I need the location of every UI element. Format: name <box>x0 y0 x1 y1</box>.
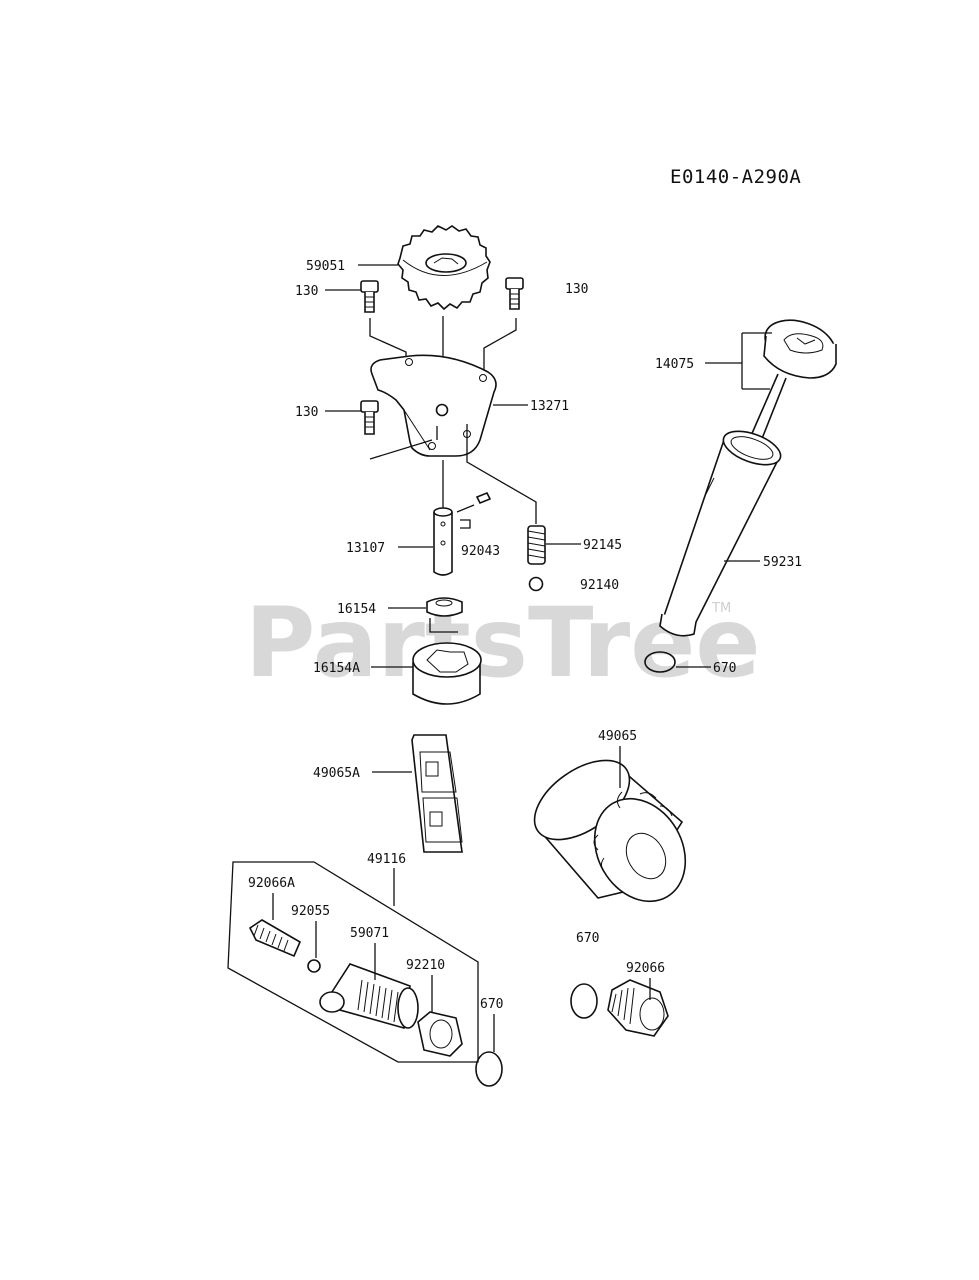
label-14075: 14075 <box>655 357 694 372</box>
cover-plate-13271[interactable] <box>370 354 497 457</box>
bolt-130-lower[interactable] <box>360 400 379 435</box>
label-92055: 92055 <box>291 904 330 919</box>
label-49116: 49116 <box>367 852 406 867</box>
shaft-13107[interactable] <box>433 507 453 576</box>
label-130-right: 130 <box>565 282 588 297</box>
bolt-130-right[interactable] <box>505 277 524 310</box>
label-670-tube: 670 <box>713 661 736 676</box>
label-13107: 13107 <box>346 541 385 556</box>
oring-670-fitting[interactable] <box>475 1051 503 1087</box>
label-49065: 49065 <box>598 729 637 744</box>
filler-tube-59231[interactable] <box>659 425 785 637</box>
label-13271: 13271 <box>530 399 569 414</box>
oring-670-tube[interactable] <box>644 651 676 673</box>
pipe-59071[interactable] <box>319 963 419 1030</box>
label-92043: 92043 <box>461 544 500 559</box>
outer-rotor-16154A[interactable] <box>412 642 482 705</box>
label-59071: 59071 <box>350 926 389 941</box>
label-92210: 92210 <box>406 958 445 973</box>
nut-92210[interactable] <box>417 1011 463 1057</box>
bolt-130-left[interactable] <box>360 280 379 313</box>
label-59051: 59051 <box>306 259 345 274</box>
label-670-drain: 670 <box>576 931 599 946</box>
oil-filter-49065[interactable] <box>521 744 704 917</box>
ball-92140[interactable] <box>528 576 544 592</box>
label-130-lower: 130 <box>295 405 318 420</box>
label-92145: 92145 <box>583 538 622 553</box>
watermark-trademark: TM <box>711 601 731 616</box>
diagram-code: E0140-A290A <box>670 166 801 188</box>
oring-670-drain[interactable] <box>570 983 598 1019</box>
label-49065A: 49065A <box>313 766 360 781</box>
screen-49065A[interactable] <box>411 734 463 853</box>
pin-92043[interactable] <box>475 491 492 505</box>
drain-plug-92066[interactable] <box>607 979 669 1037</box>
assembly-outline-49116 <box>227 861 479 1063</box>
label-670-fitting: 670 <box>480 997 503 1012</box>
oring-92055[interactable] <box>307 959 321 973</box>
gear-59051[interactable] <box>397 225 491 311</box>
label-16154: 16154 <box>337 602 376 617</box>
label-92066A: 92066A <box>248 876 295 891</box>
label-59231: 59231 <box>763 555 802 570</box>
label-92066: 92066 <box>626 961 665 976</box>
label-16154A: 16154A <box>313 661 360 676</box>
spring-92145[interactable] <box>527 525 546 565</box>
label-92140: 92140 <box>580 578 619 593</box>
relief-valve-92066A[interactable] <box>248 919 302 958</box>
inner-rotor-16154[interactable] <box>426 597 463 617</box>
label-130-left: 130 <box>295 284 318 299</box>
